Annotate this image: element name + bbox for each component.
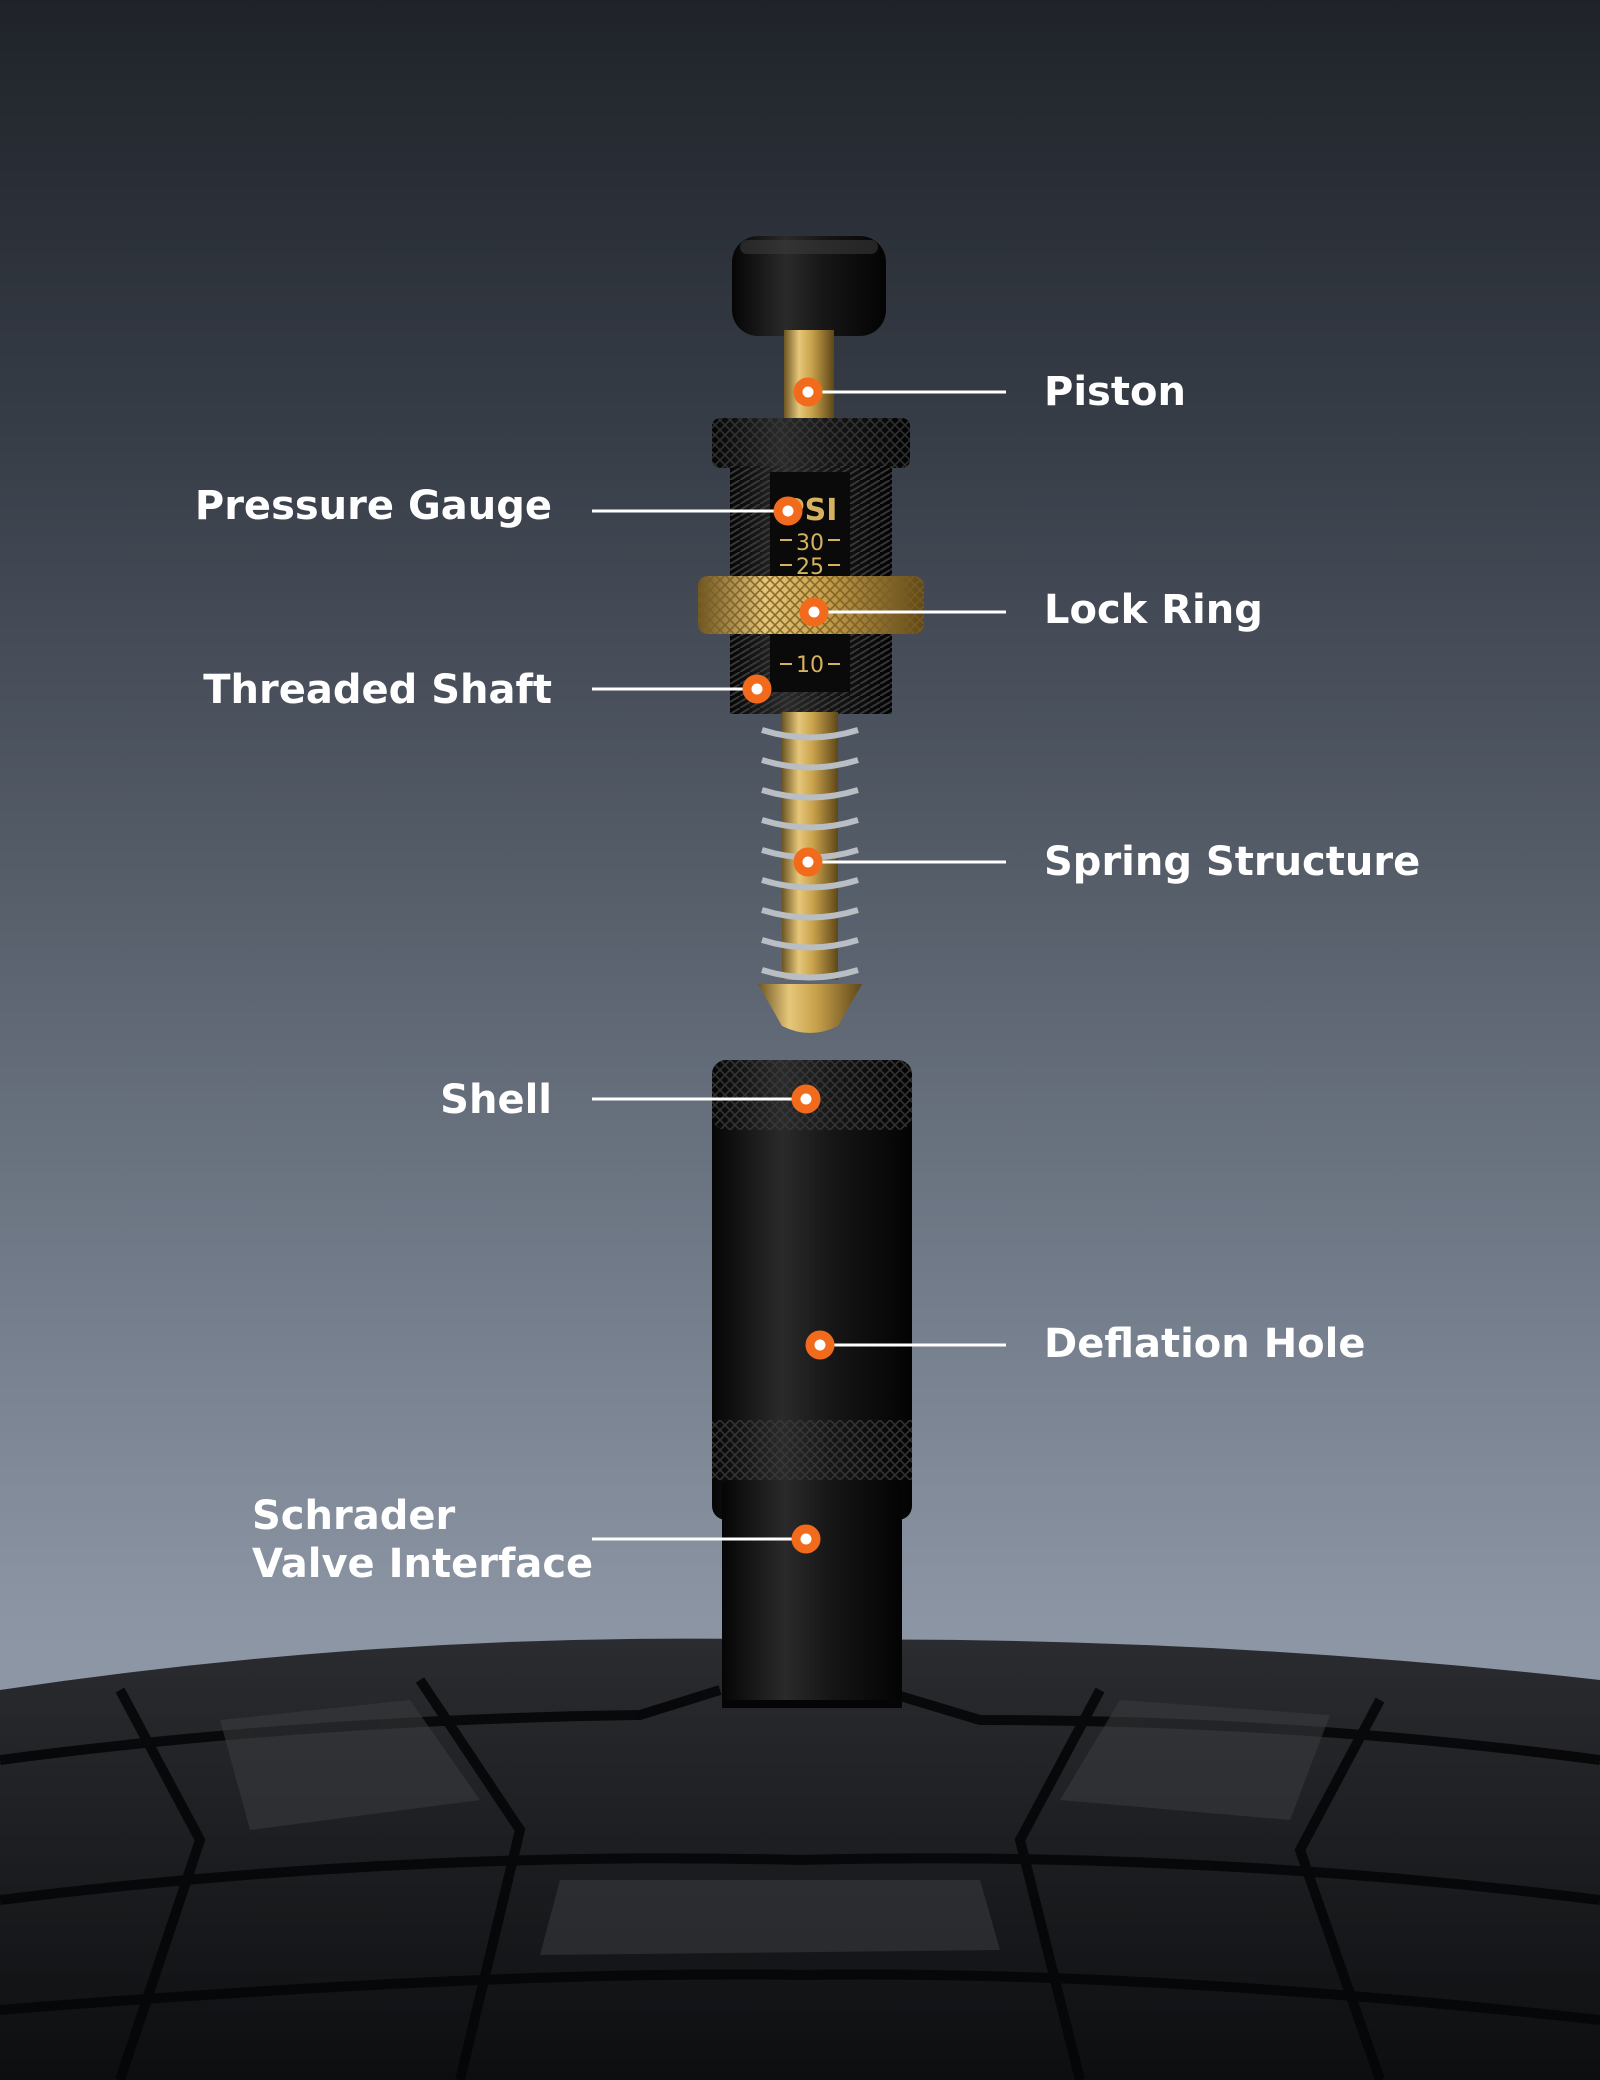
- scale-mark-10: 10: [796, 653, 824, 678]
- marker-pressure-gauge: [773, 496, 803, 526]
- scale-mark-25: 25: [796, 555, 824, 580]
- label-shell: Shell: [440, 1077, 552, 1123]
- label-piston: Piston: [1044, 369, 1186, 415]
- marker-lock-ring: [799, 597, 829, 627]
- label-pressure-gauge: Pressure Gauge: [194, 483, 552, 529]
- label-spring-structure: Spring Structure: [1044, 839, 1421, 885]
- marker-schrader-valve-interface: [791, 1524, 821, 1554]
- marker-shell: [791, 1084, 821, 1114]
- piston-cap: [732, 236, 886, 336]
- marker-spring-structure: [793, 847, 823, 877]
- marker-piston: [793, 377, 823, 407]
- label-lock-ring: Lock Ring: [1044, 587, 1263, 633]
- label-schrader-line-1: Schrader: [252, 1493, 456, 1539]
- tire: [0, 1638, 1600, 2080]
- label-deflation-hole: Deflation Hole: [1044, 1321, 1366, 1367]
- shell-body: [712, 1060, 912, 1708]
- scale-mark-30: 30: [796, 531, 824, 556]
- label-schrader-valve-interface: Schrader Valve Interface: [252, 1492, 593, 1588]
- label-schrader-line-2: Valve Interface: [252, 1541, 594, 1587]
- top-nut: [712, 418, 910, 468]
- label-threaded-shaft: Threaded Shaft: [203, 667, 552, 713]
- spring-assembly: [758, 712, 862, 1033]
- marker-dots: [742, 377, 835, 1554]
- marker-threaded-shaft: [742, 674, 772, 704]
- marker-deflation-hole: [805, 1330, 835, 1360]
- leader-lines: [592, 390, 1006, 1541]
